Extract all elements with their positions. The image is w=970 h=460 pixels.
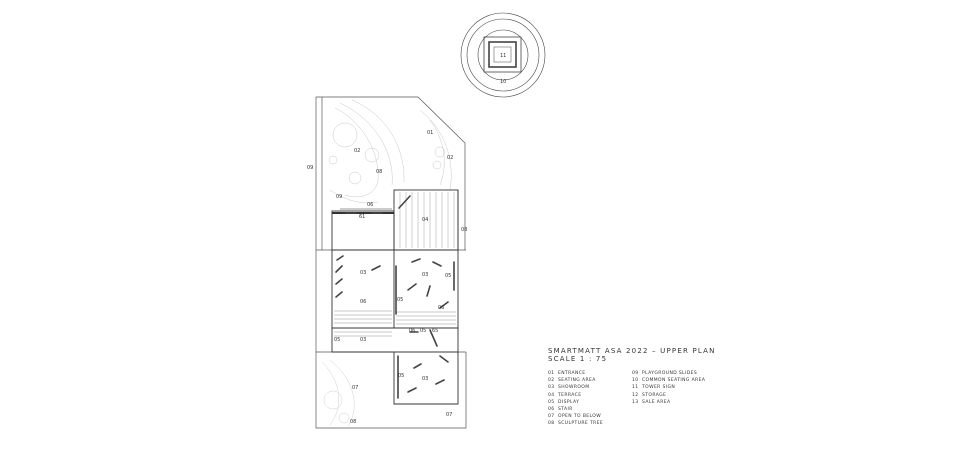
plan-scale: SCALE 1 : 75 [548,355,608,363]
tag-08: 08 [376,169,382,175]
tag-04: 04 [422,217,428,223]
tag-09: 09 [307,165,313,171]
tag-01: 01 [427,130,433,136]
tag-05b: 05 [397,297,403,303]
lower-garden-contours [321,359,355,427]
tag-03c: 03 [360,337,366,343]
garden-contours [328,99,452,204]
tag-08b: 08 [461,227,467,233]
tag-09b: 09 [336,194,342,200]
tag-03: 03 [360,270,366,276]
building-walls [331,189,459,405]
stair-treads [334,310,456,337]
tag-06d: 06 [409,328,415,334]
room-tags: 11 10 01 02 02 08 09 09 06 61 04 08 03 0… [307,53,506,425]
tag-02b: 02 [447,155,453,161]
tag-05e: 05 [398,373,404,379]
tower-sign [460,12,546,98]
tag-65: 65 [432,328,438,334]
tag-03b: 03 [422,272,428,278]
tag-05d: 05 [334,337,340,343]
tag-06: 06 [367,202,373,208]
display-panels [335,195,455,399]
tag-61: 61 [359,214,365,220]
plan-title: SMARTMATT ASA 2022 – UPPER PLAN [548,347,716,355]
site-outline [315,96,467,429]
tag-05: 05 [445,273,451,279]
tag-06c: 06 [438,305,444,311]
tag-05c: 05 [420,328,426,334]
tag-08c: 08 [350,419,356,425]
tag-07b: 07 [446,412,452,418]
title-block: SMARTMATT ASA 2022 – UPPER PLAN SCALE 1 … [548,347,748,428]
tag-03d: 03 [422,376,428,382]
tag-02: 02 [354,148,360,154]
tag-07: 07 [352,385,358,391]
tag-11: 11 [500,53,506,59]
tag-10: 10 [500,79,506,85]
tag-06b: 06 [360,299,366,305]
